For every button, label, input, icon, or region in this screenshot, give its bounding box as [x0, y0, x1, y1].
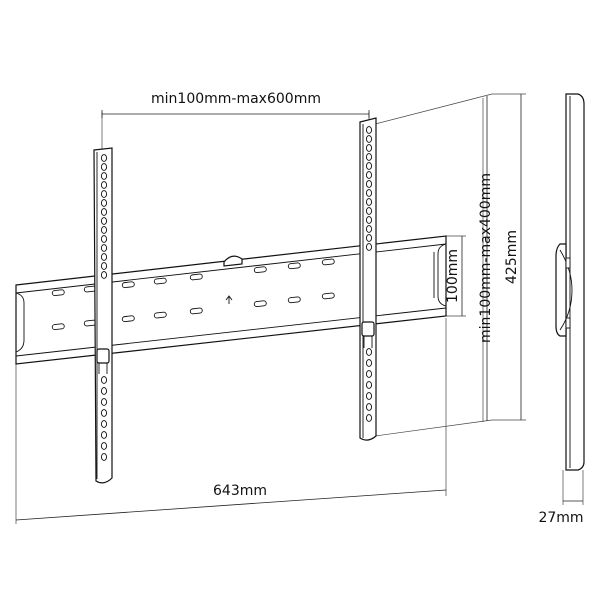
dimension-plate-height [445, 235, 466, 317]
arm-hole [100, 199, 108, 207]
left-mounting-arm [93, 147, 113, 484]
wall-plate-slots [51, 258, 335, 331]
arm-hole [365, 348, 373, 356]
arm-hole [365, 162, 373, 170]
total-width-label: 643mm [213, 483, 267, 499]
arm-hole [100, 376, 108, 384]
wall-plate [15, 235, 447, 365]
arm-hole [100, 387, 108, 395]
arm-hole [365, 234, 373, 242]
arm-hole [365, 180, 373, 188]
arm-hole [365, 198, 373, 206]
arm-hole [365, 225, 373, 233]
vesa-height-label: min100mm-max400mm [478, 173, 494, 343]
plate-slot-bottom [51, 323, 65, 331]
arm-hole [100, 163, 108, 171]
plate-slot-bottom [321, 292, 335, 300]
arm-hole [100, 172, 108, 180]
plate-slot-top [287, 262, 301, 270]
arm-hole [365, 370, 373, 378]
plate-slot-bottom [121, 315, 135, 323]
arm-hole [100, 235, 108, 243]
arm-hole [365, 381, 373, 389]
arm-hole [365, 153, 373, 161]
arm-hole [100, 244, 108, 252]
arm-hole [365, 414, 373, 422]
arm-hole [100, 217, 108, 225]
arm-hole [100, 409, 108, 417]
arm-hole [365, 216, 373, 224]
plate-slot-bottom [189, 307, 203, 315]
plate-slot-bottom [287, 296, 301, 304]
arm-hole [365, 144, 373, 152]
arm-hole [100, 442, 108, 450]
arm-hole [365, 135, 373, 143]
arm-hole [100, 271, 108, 279]
arm-hole [100, 420, 108, 428]
plate-height-label: 100mm [445, 249, 461, 303]
plate-slot-top [153, 277, 167, 285]
plate-slot-top [51, 289, 65, 297]
arm-hole [365, 392, 373, 400]
dimension-depth [562, 470, 584, 505]
arm-hole [100, 190, 108, 198]
right-mounting-arm [359, 117, 377, 441]
side-profile-view [555, 93, 585, 471]
dimension-vesa-height [374, 93, 493, 437]
dimension-vesa-width [101, 110, 370, 150]
depth-label: 27mm [538, 510, 583, 526]
plate-slot-bottom [153, 311, 167, 319]
arm-hole [100, 226, 108, 234]
plate-slot-top [253, 266, 267, 274]
arm-hole [100, 253, 108, 261]
arm-hole [100, 181, 108, 189]
arm-hole [100, 262, 108, 270]
arm-hole [365, 126, 373, 134]
arm-hole [365, 403, 373, 411]
left-arm-holes [100, 154, 108, 461]
dimension-total-width [15, 318, 447, 524]
plate-slot-bottom [253, 300, 267, 308]
arm-hole [100, 453, 108, 461]
arm-hole [365, 359, 373, 367]
arm-hole [100, 208, 108, 216]
plate-slot-top [321, 258, 335, 266]
arm-hole [100, 398, 108, 406]
arm-height-label: 425mm [504, 230, 520, 284]
dimension-arm-height [492, 93, 526, 421]
plate-slot-top [189, 273, 203, 281]
arm-hole [365, 189, 373, 197]
arm-hole [365, 207, 373, 215]
arm-hole [365, 243, 373, 251]
arm-hole [100, 154, 108, 162]
right-arm-holes [365, 126, 373, 422]
arm-hole [100, 431, 108, 439]
arm-hole [365, 171, 373, 179]
plate-slot-top [121, 281, 135, 289]
vesa-width-label: min100mm-max600mm [151, 91, 321, 107]
